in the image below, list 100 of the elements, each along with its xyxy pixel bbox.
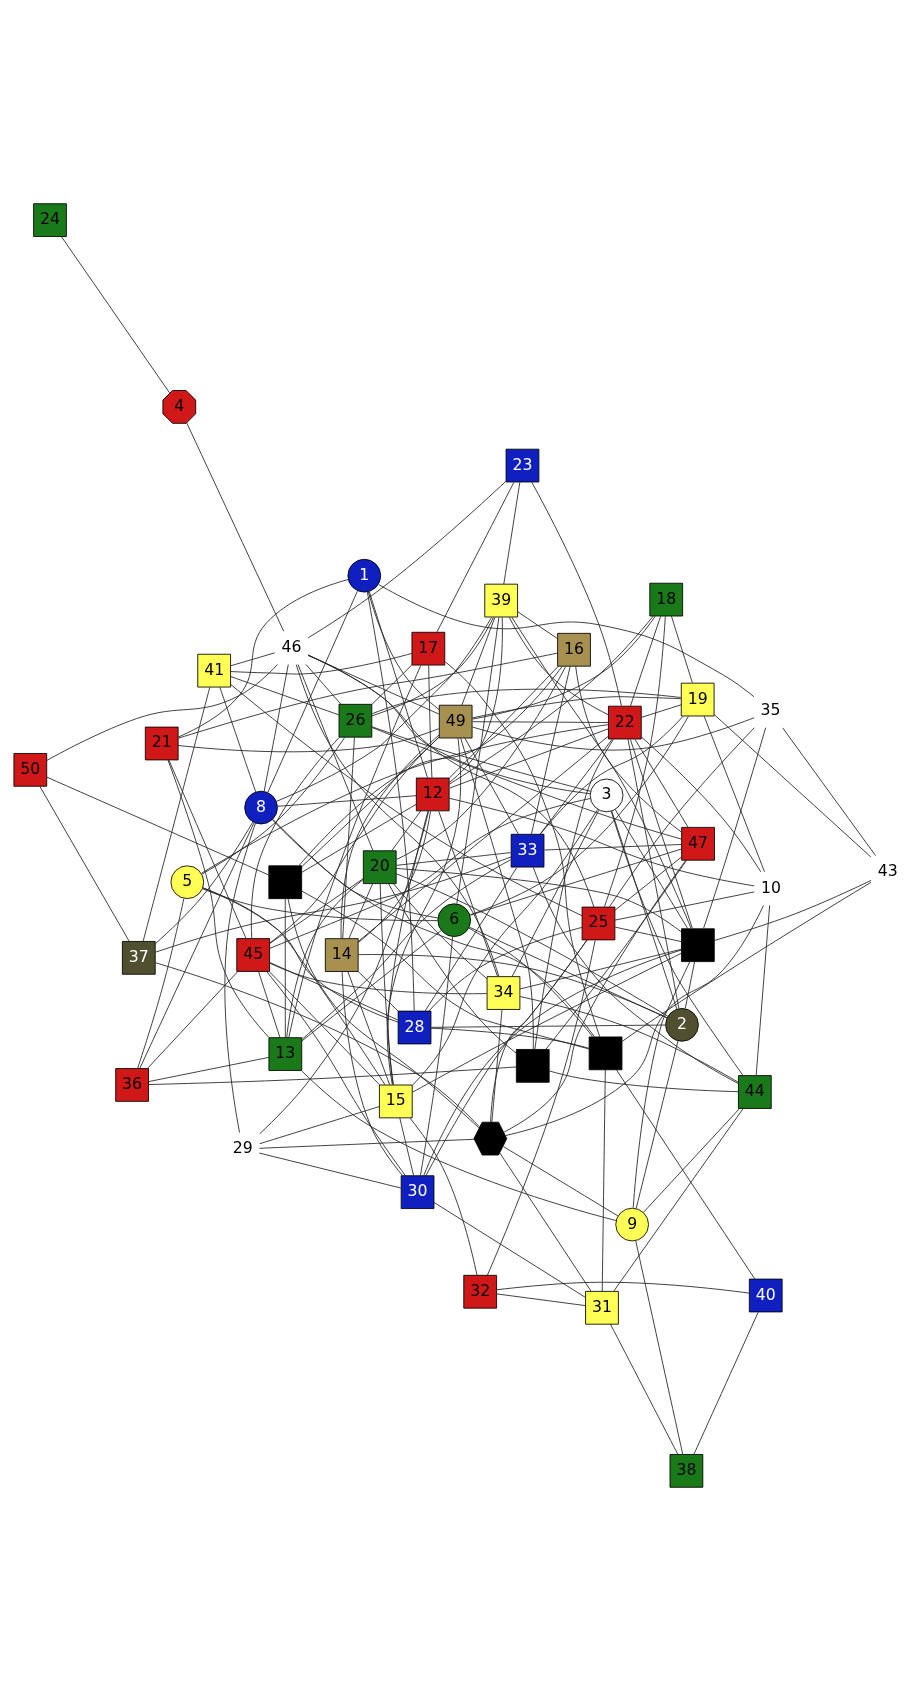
node-circle: 5: [170, 864, 205, 899]
connector: [258, 970, 281, 1038]
connector: [301, 736, 440, 867]
connector: [137, 897, 185, 1069]
connector: [545, 859, 688, 1050]
connector: [448, 665, 559, 779]
connector: [266, 970, 406, 1176]
connector: [155, 856, 512, 952]
connector: [386, 737, 462, 1085]
connector: [269, 962, 488, 994]
node-box: 47: [681, 826, 715, 861]
connector: [503, 481, 521, 584]
connector: [703, 726, 767, 929]
connector: [368, 590, 428, 778]
node-box: [681, 927, 715, 962]
connector: [263, 663, 289, 791]
node-box: 40: [748, 1278, 783, 1312]
connector: [201, 723, 609, 874]
connector: [142, 686, 211, 942]
connector: [468, 927, 593, 1037]
node-box: [515, 1048, 550, 1083]
connector: [627, 738, 680, 1009]
connector: [616, 1069, 756, 1279]
connector: [284, 897, 286, 1038]
node-hexagon: [473, 1121, 508, 1155]
node-box: 49: [438, 704, 473, 738]
node-box: 16: [557, 632, 591, 667]
connector: [614, 856, 682, 911]
connector: [610, 1323, 679, 1454]
connector: [167, 759, 270, 1038]
connector: [449, 727, 609, 788]
connector: [230, 683, 583, 916]
connector: [444, 660, 601, 1037]
node-box: 34: [486, 975, 521, 1010]
connector: [371, 688, 682, 714]
connector: [288, 664, 422, 1038]
connector: [367, 591, 440, 710]
connector: [168, 759, 247, 939]
node-text: 46: [281, 636, 302, 656]
connector: [301, 1069, 617, 1221]
node-box: 26: [338, 703, 373, 738]
connector: [412, 808, 599, 1086]
connector: [371, 725, 591, 792]
connector: [202, 887, 438, 921]
connector: [148, 1066, 517, 1085]
node-box: 44: [738, 1074, 772, 1109]
connector: [614, 808, 689, 929]
node-box: 37: [121, 940, 156, 975]
connector: [438, 810, 498, 977]
connector: [307, 654, 591, 794]
connector: [230, 675, 340, 715]
connector: [393, 882, 488, 979]
node-box: 17: [411, 631, 446, 665]
connector: [496, 1281, 750, 1294]
node-box: 39: [484, 583, 518, 617]
connector: [301, 803, 417, 873]
connector: [425, 938, 588, 1176]
connector: [358, 810, 431, 943]
connector: [297, 663, 374, 851]
connector: [621, 881, 872, 1042]
connector: [511, 616, 692, 929]
node-box: 18: [649, 582, 684, 616]
connector: [640, 703, 682, 718]
connector: [508, 616, 609, 715]
connector: [396, 665, 567, 860]
node-box: 14: [324, 937, 359, 972]
connector: [632, 960, 691, 1208]
connector: [219, 686, 257, 792]
connector: [464, 737, 519, 834]
connector: [755, 904, 771, 1076]
node-box: 30: [400, 1174, 435, 1209]
connector: [250, 736, 340, 939]
node-text: 35: [760, 699, 781, 719]
connector: [540, 715, 684, 834]
connector: [287, 898, 480, 1128]
connector: [259, 1105, 380, 1144]
node-circle: 9: [615, 1207, 649, 1241]
connector: [388, 883, 517, 1053]
connector: [575, 665, 682, 833]
connector: [301, 858, 511, 1040]
connector: [539, 738, 613, 834]
connector: [468, 926, 668, 1018]
connector: [342, 736, 355, 939]
node-box: [268, 864, 303, 899]
connector: [371, 616, 494, 716]
node-text: 29: [232, 1137, 253, 1157]
connector: [782, 727, 876, 856]
connector: [347, 970, 391, 1085]
connector: [641, 736, 762, 872]
connector: [471, 716, 755, 751]
connector: [470, 715, 689, 915]
connector: [471, 615, 656, 719]
connector: [409, 1117, 478, 1275]
connector: [258, 1152, 402, 1188]
connector: [269, 736, 440, 943]
connector: [387, 810, 429, 1085]
connector: [46, 663, 278, 761]
connector: [610, 810, 744, 1076]
connector: [269, 877, 364, 944]
connector: [713, 713, 872, 857]
